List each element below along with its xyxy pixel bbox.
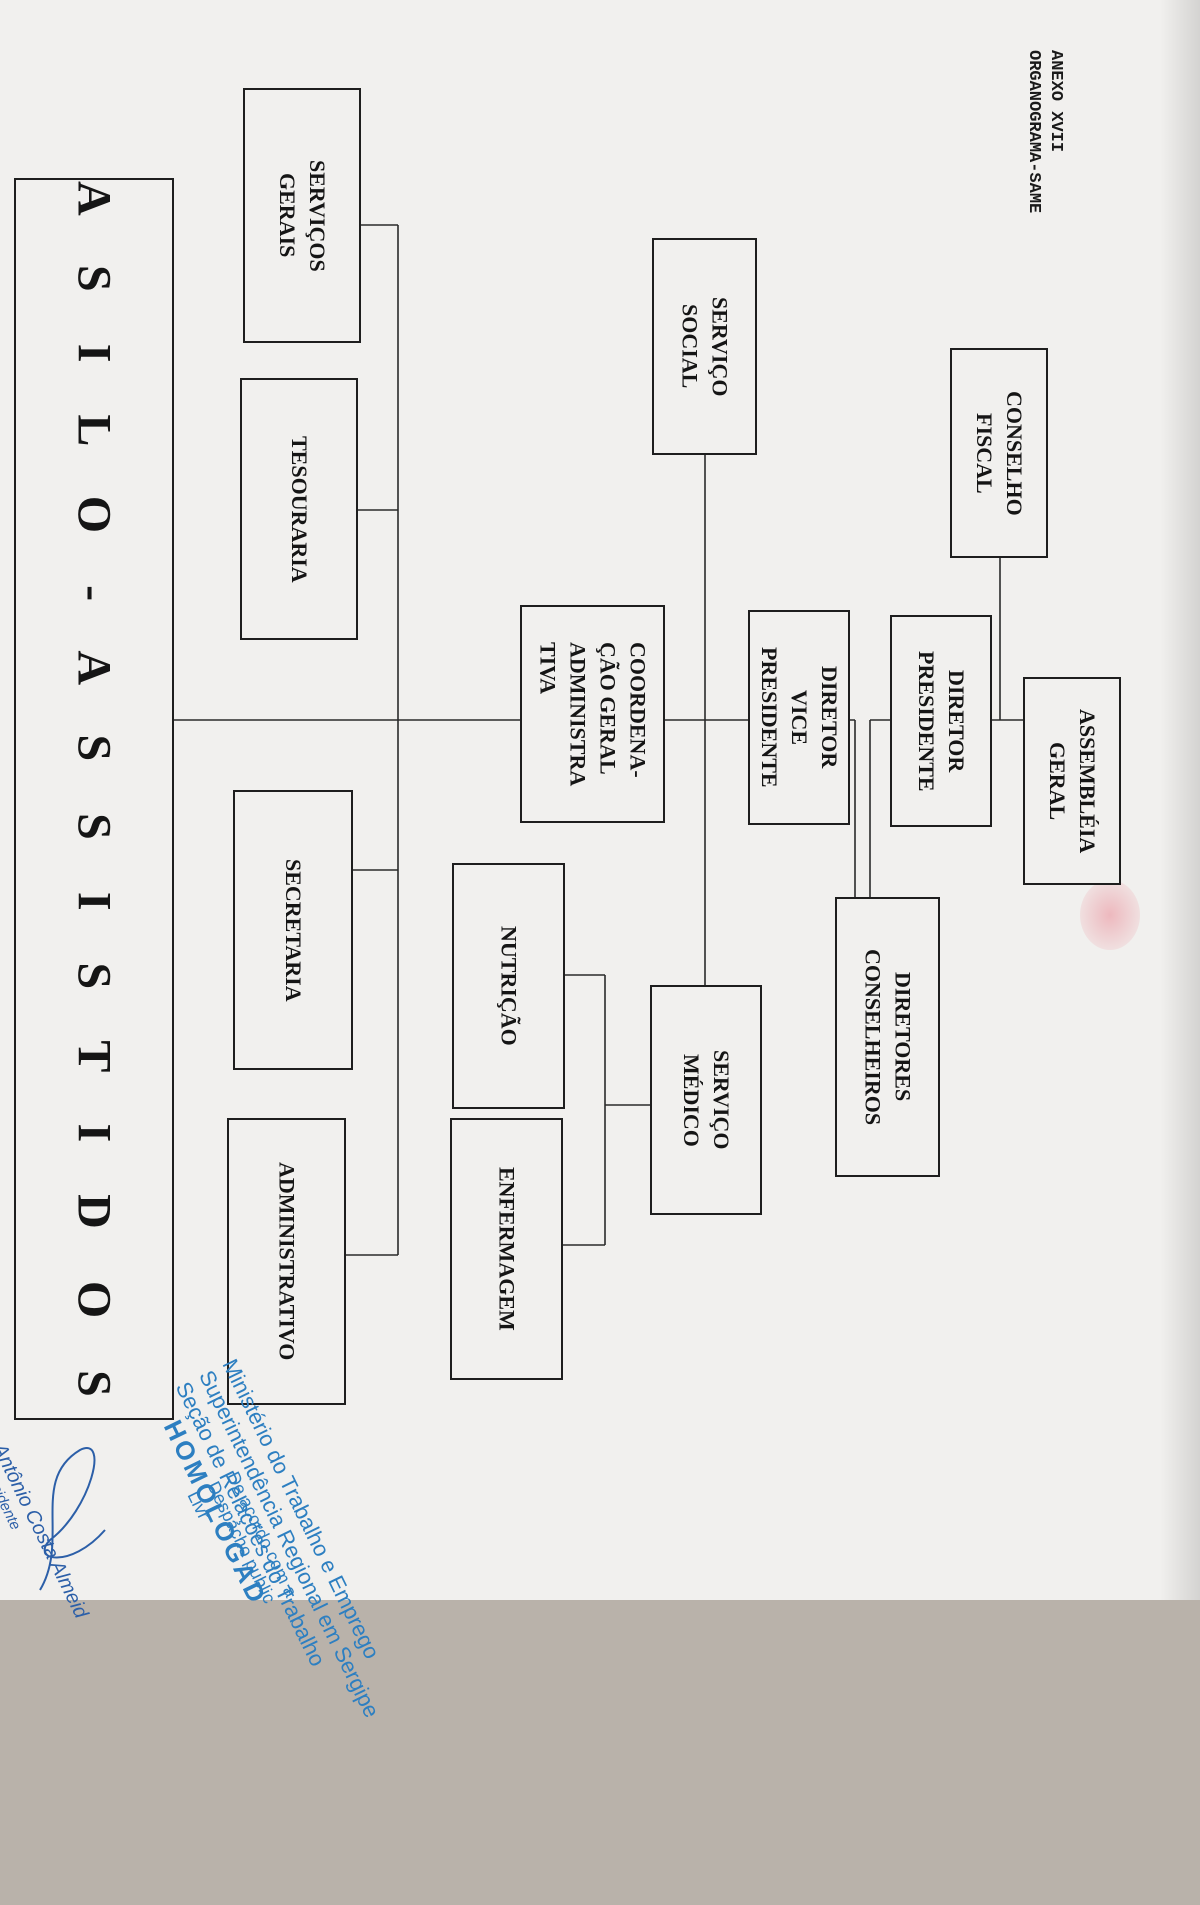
box-assembleia-geral: ASSEMBLÉIA GERAL bbox=[1023, 677, 1121, 885]
box-label: DIRETOR PRESIDENTE bbox=[914, 650, 969, 792]
box-diretor-vice-presidente: DIRETOR VICE PRESIDENTE bbox=[748, 610, 850, 825]
box-label: ADMINISTRATIVO bbox=[274, 1162, 300, 1361]
box-label: ASSEMBLÉIA GERAL bbox=[1045, 708, 1100, 854]
box-label: SERVIÇO MÉDICO bbox=[679, 1050, 734, 1150]
box-coordenacao-geral-administrativa: COORDENA- ÇÃO GERAL ADMINISTRA TIVA bbox=[520, 605, 665, 823]
box-label: ENFERMAGEM bbox=[494, 1167, 520, 1331]
box-label: NUTRIÇÃO bbox=[496, 926, 522, 1046]
box-servicos-gerais: SERVIÇOS GERAIS bbox=[243, 88, 361, 343]
box-administrativo: ADMINISTRATIVO bbox=[227, 1118, 346, 1405]
box-tesouraria: TESOURARIA bbox=[240, 378, 358, 640]
box-label: COORDENA- ÇÃO GERAL ADMINISTRA TIVA bbox=[535, 641, 651, 787]
box-label: DIRETORES CONSELHEIROS bbox=[860, 948, 916, 1126]
chart-title: ORGANOGRAMA-SAME bbox=[1024, 50, 1043, 214]
box-nutricao: NUTRIÇÃO bbox=[452, 863, 565, 1109]
box-label: TESOURARIA bbox=[287, 435, 312, 583]
org-chart: ANEXO XVII ORGANOGRAMA-SAME ASSEMBLÉIA G… bbox=[14, 50, 1121, 1420]
box-label: SERVIÇO SOCIAL bbox=[677, 296, 733, 397]
red-ink-mark bbox=[1080, 880, 1140, 950]
box-diretor-presidente: DIRETOR PRESIDENTE bbox=[890, 615, 992, 827]
page-edge-shadow bbox=[1160, 0, 1200, 1600]
box-enfermagem: ENFERMAGEM bbox=[450, 1118, 563, 1380]
box-label: SECRETARIA bbox=[281, 858, 306, 1002]
box-label: SERVIÇOS GERAIS bbox=[275, 159, 330, 272]
annex-title: ANEXO XVII bbox=[1046, 50, 1065, 153]
box-diretores-conselheiros: DIRETORES CONSELHEIROS bbox=[835, 897, 940, 1177]
box-secretaria: SECRETARIA bbox=[233, 790, 353, 1070]
signature-scribble bbox=[39, 1447, 106, 1591]
asilo-assistidos-label: A S I L O - A S S I S T I D O S bbox=[67, 181, 121, 1417]
box-servico-social: SERVIÇO SOCIAL bbox=[652, 238, 757, 455]
box-label: DIRETOR VICE PRESIDENTE bbox=[757, 647, 842, 788]
box-servico-medico: SERVIÇO MÉDICO bbox=[650, 985, 762, 1215]
chart-header: ANEXO XVII ORGANOGRAMA-SAME bbox=[1022, 50, 1066, 350]
box-asilo-assistidos: A S I L O - A S S I S T I D O S bbox=[14, 178, 174, 1420]
box-conselho-fiscal: CONSELHO FISCAL bbox=[950, 348, 1048, 558]
box-label: CONSELHO FISCAL bbox=[972, 390, 1027, 516]
